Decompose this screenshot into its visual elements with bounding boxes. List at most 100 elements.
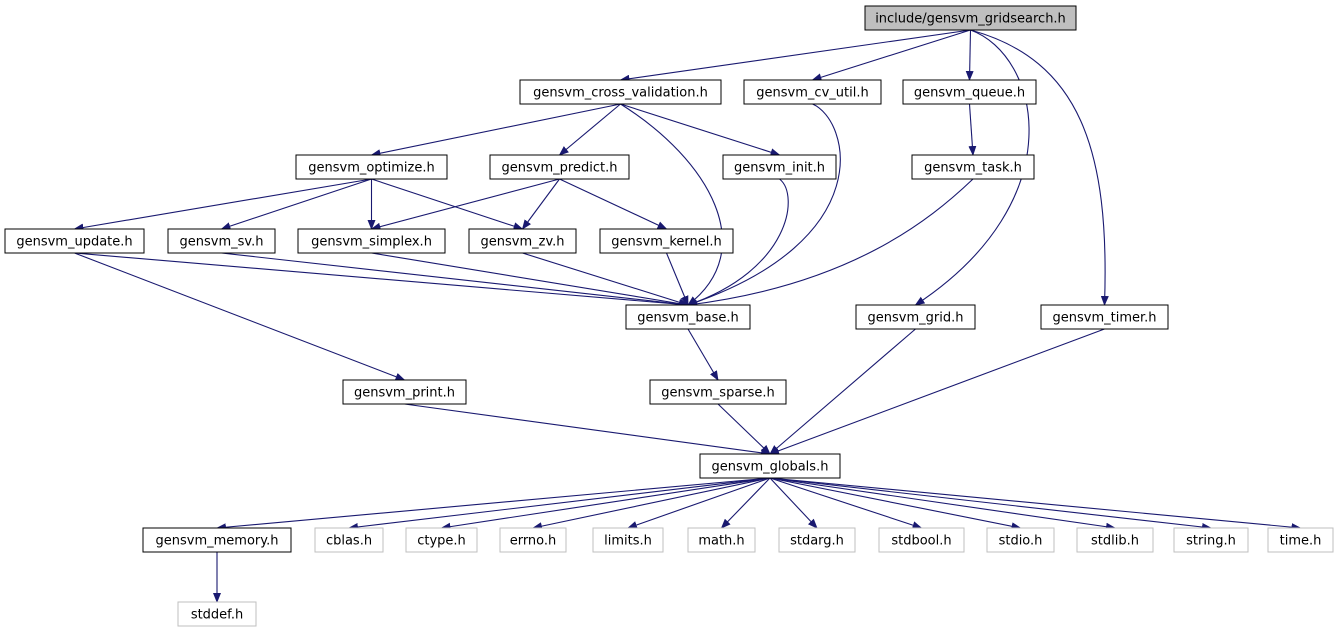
edge-arrow: [769, 477, 1116, 531]
node-limits: limits.h: [592, 527, 664, 553]
edge-arrow: [522, 252, 689, 307]
node-label: gensvm_cv_util.h: [756, 86, 868, 101]
node-box: [699, 453, 841, 479]
edge-arrow: [532, 477, 771, 531]
edge-init-to-base: [687, 178, 789, 306]
node-root[interactable]: include/gensvm_gridsearch.h: [864, 5, 1077, 31]
node-zv[interactable]: gensvm_zv.h: [468, 228, 577, 254]
edge-queue-to-task: [968, 103, 977, 156]
node-grid[interactable]: gensvm_grid.h: [855, 304, 976, 330]
node-label: math.h: [698, 534, 744, 549]
node-label: gensvm_memory.h: [156, 534, 279, 549]
node-label: time.h: [1280, 534, 1322, 549]
node-label: gensvm_task.h: [924, 161, 1022, 176]
edge-arrow: [74, 252, 406, 381]
edge-arrow: [769, 477, 818, 529]
edge-root-to-timer: [970, 29, 1109, 306]
node-stdbool: stdbool.h: [878, 527, 965, 553]
edge-arrow: [558, 103, 621, 156]
node-sv[interactable]: gensvm_sv.h: [167, 228, 276, 254]
node-update[interactable]: gensvm_update.h: [4, 228, 145, 254]
node-sparse[interactable]: gensvm_sparse.h: [649, 379, 787, 405]
edge-globals-to-string: [769, 477, 1212, 531]
node-errno: errno.h: [499, 527, 567, 553]
node-print[interactable]: gensvm_print.h: [342, 379, 467, 405]
node-box: [1173, 527, 1249, 553]
node-cross-validation[interactable]: gensvm_cross_validation.h: [519, 79, 722, 105]
node-box: [986, 527, 1055, 553]
edge-arrow: [221, 252, 689, 308]
edge-globals-to-errno: [532, 477, 771, 531]
edge-arrow: [769, 477, 1212, 531]
edge-update-to-base: [74, 252, 689, 309]
edge-arrow: [440, 477, 771, 531]
node-box: [405, 527, 478, 553]
edge-simplex-to-base: [371, 252, 689, 308]
node-label: gensvm_kernel.h: [611, 235, 722, 250]
node-predict[interactable]: gensvm_predict.h: [489, 154, 630, 180]
node-box: [722, 154, 837, 180]
node-base[interactable]: gensvm_base.h: [625, 304, 751, 330]
node-timer[interactable]: gensvm_timer.h: [1040, 304, 1169, 330]
node-label: cblas.h: [326, 534, 372, 549]
edge-cross_validation-to-optimize: [370, 103, 621, 158]
edge-arrow: [970, 29, 1109, 306]
node-label: gensvm_globals.h: [712, 460, 829, 475]
node-kernel[interactable]: gensvm_kernel.h: [599, 228, 734, 254]
edge-root-to-cross_validation: [619, 29, 971, 83]
edge-root-to-cv_util: [811, 29, 971, 82]
node-globals[interactable]: gensvm_globals.h: [699, 453, 841, 479]
node-string: string.h: [1173, 527, 1249, 553]
edge-arrow: [769, 477, 1022, 531]
edge-arrow: [559, 178, 668, 230]
node-optimize[interactable]: gensvm_optimize.h: [295, 154, 448, 180]
edge-globals-to-time: [769, 477, 1302, 532]
node-label: gensvm_sv.h: [180, 235, 264, 250]
node-init[interactable]: gensvm_init.h: [722, 154, 837, 180]
node-simplex[interactable]: gensvm_simplex.h: [297, 228, 446, 254]
edge-sv-to-base: [221, 252, 689, 308]
node-box: [625, 304, 751, 330]
edge-arrow: [769, 477, 923, 529]
edge-arrow: [348, 477, 771, 531]
node-label: stdlib.h: [1091, 534, 1139, 549]
edge-sparse-to-globals: [717, 403, 771, 455]
edge-arrow: [370, 103, 621, 158]
node-box: [167, 228, 276, 254]
edge-cross_validation-to-predict: [558, 103, 621, 156]
node-box: [592, 527, 664, 553]
edge-arrow: [216, 477, 771, 532]
node-cblas: cblas.h: [314, 527, 384, 553]
node-box: [499, 527, 567, 553]
node-label: gensvm_grid.h: [868, 311, 964, 326]
node-box: [314, 527, 384, 553]
node-math: math.h: [687, 527, 756, 553]
node-box: [855, 304, 976, 330]
node-box: [902, 79, 1037, 105]
node-box: [342, 379, 467, 405]
node-box: [1267, 527, 1334, 553]
node-box: [878, 527, 965, 553]
edge-arrow: [620, 103, 723, 306]
edge-optimize-to-update: [73, 178, 372, 232]
edge-kernel-to-base: [665, 252, 689, 306]
node-label: errno.h: [510, 534, 557, 549]
node-cv-util[interactable]: gensvm_cv_util.h: [743, 79, 882, 105]
edge-arrow: [720, 477, 771, 529]
node-task[interactable]: gensvm_task.h: [911, 154, 1035, 180]
node-queue[interactable]: gensvm_queue.h: [902, 79, 1037, 105]
edge-globals-to-cblas: [348, 477, 771, 531]
edge-arrow: [914, 29, 1030, 306]
node-box: [295, 154, 448, 180]
edge-grid-to-globals: [769, 328, 916, 455]
node-label: gensvm_update.h: [16, 235, 132, 250]
edge-root-to-queue: [965, 29, 974, 81]
edges-layer: [73, 29, 1302, 603]
edge-cv_util-to-base: [687, 103, 841, 306]
node-memory[interactable]: gensvm_memory.h: [142, 527, 292, 553]
node-box: [4, 228, 145, 254]
node-label: gensvm_cross_validation.h: [533, 86, 708, 101]
node-label: gensvm_sparse.h: [661, 386, 775, 401]
nodes-layer: include/gensvm_gridsearch.h gensvm_cross_…: [4, 5, 1334, 627]
